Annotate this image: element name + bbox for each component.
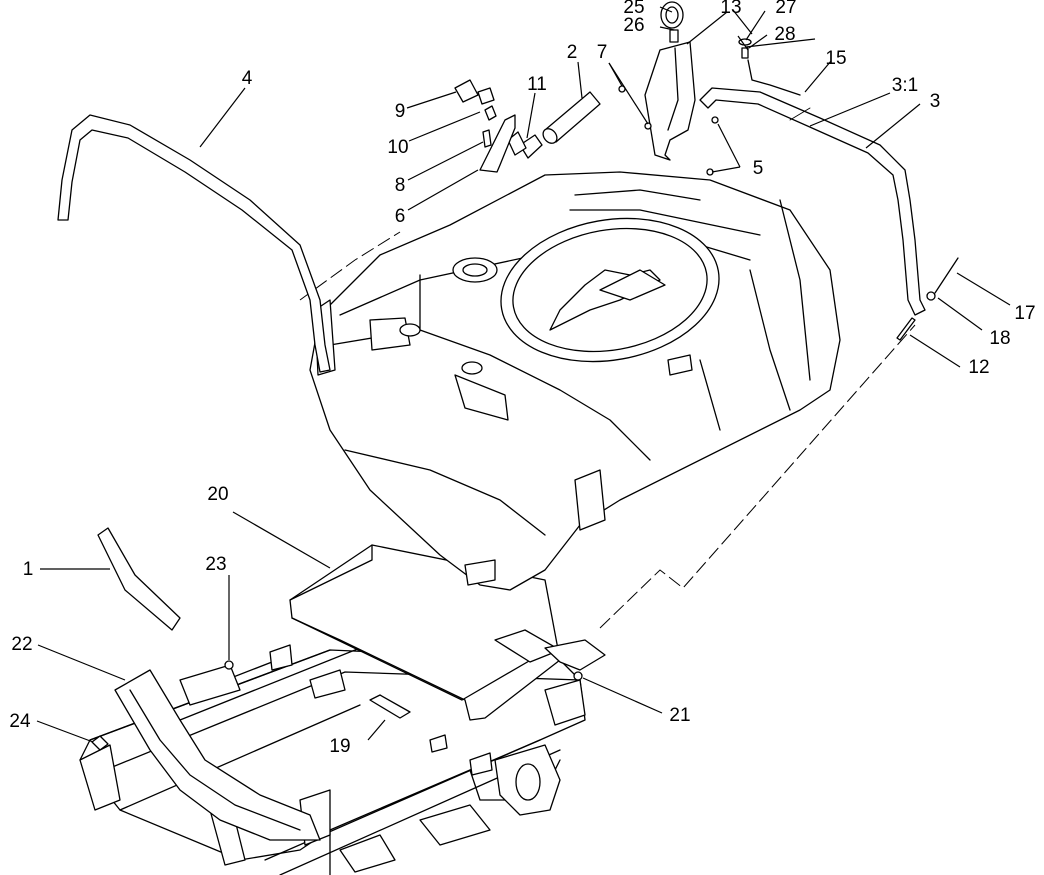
callout-3: 3 — [930, 91, 941, 112]
part-20-tray — [289, 544, 606, 721]
part-15-hose — [747, 59, 801, 96]
callout-22: 22 — [11, 634, 32, 655]
leader-lines — [36, 6, 1011, 743]
callout-9: 9 — [395, 101, 406, 122]
callout-15: 15 — [825, 48, 846, 69]
callout-23: 23 — [205, 554, 226, 575]
part-19-strip — [369, 694, 411, 719]
callout-2: 2 — [567, 42, 578, 63]
callout-20: 20 — [207, 484, 228, 505]
part-3-strap — [699, 87, 926, 316]
hardware-small — [91, 660, 583, 751]
part-13-bracket — [644, 41, 696, 161]
callout-3-1: 3:1 — [892, 75, 918, 96]
part-27-28-fittings — [738, 38, 752, 59]
callout-12: 12 — [968, 357, 989, 378]
callout-19: 19 — [329, 736, 350, 757]
callout-17: 17 — [1014, 303, 1035, 324]
callout-24: 24 — [9, 711, 31, 732]
callout-28: 28 — [774, 24, 795, 45]
callout-labels: 25 26 13 27 28 2 7 15 4 11 3:1 3 9 10 5 … — [9, 0, 1035, 757]
callout-18: 18 — [989, 328, 1010, 349]
callout-26: 26 — [623, 15, 644, 36]
callout-5: 5 — [753, 158, 764, 179]
spray-tank — [309, 171, 841, 591]
callout-7: 7 — [597, 42, 608, 63]
callout-25: 25 — [623, 0, 644, 18]
callout-4: 4 — [242, 68, 253, 89]
part-25-gauge — [660, 1, 684, 43]
callout-1: 1 — [23, 559, 34, 580]
part-2-tube — [542, 91, 601, 144]
part-12-17-18-pins — [896, 257, 959, 341]
callout-6: 6 — [395, 206, 406, 227]
callout-10: 10 — [387, 137, 408, 158]
part-9-10-8-fittings — [454, 79, 497, 148]
callout-13: 13 — [720, 0, 741, 18]
part-1-bracket — [97, 527, 181, 631]
callout-27: 27 — [775, 0, 796, 18]
callout-11: 11 — [527, 74, 547, 95]
part-11-elbow — [507, 131, 543, 159]
callout-8: 8 — [395, 175, 406, 196]
part-6-bracket — [479, 114, 516, 173]
part-22-front-bracket — [114, 669, 321, 841]
part-4-strap — [57, 114, 331, 373]
callout-21: 21 — [669, 705, 690, 726]
assembly-guide-lines — [299, 231, 916, 629]
